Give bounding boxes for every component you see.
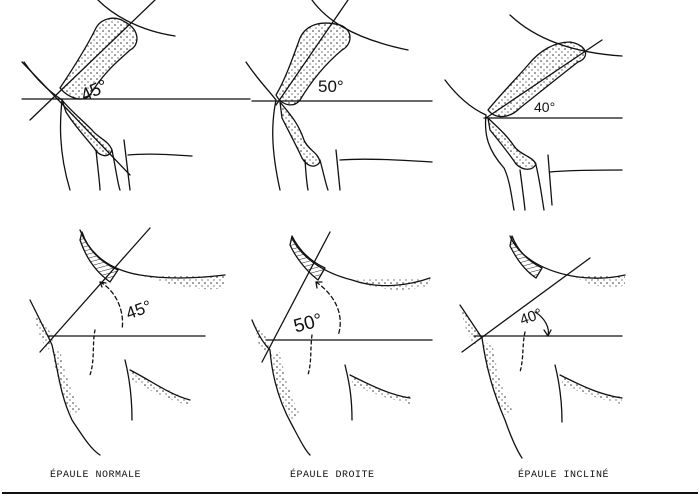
caption-normal: ÉPAULE NORMALE bbox=[50, 470, 142, 481]
scapula-normal bbox=[59, 17, 138, 100]
angle-arc-straight bbox=[315, 281, 341, 337]
humerus-axis-normal bbox=[21, 61, 131, 176]
scapula-inclined bbox=[487, 41, 587, 118]
skeleton-straight bbox=[245, 0, 433, 191]
humerus-straight bbox=[279, 101, 321, 167]
skeleton-normal bbox=[21, 0, 251, 191]
angle-label-bottom-straight: 50° bbox=[292, 310, 325, 338]
bottom-rule bbox=[2, 492, 698, 494]
scapula-axis-normal bbox=[29, 0, 156, 121]
angle-arc-normal bbox=[99, 281, 124, 331]
humerus-inclined bbox=[487, 117, 537, 170]
skeleton-inclined bbox=[444, 14, 623, 211]
scapula-axis-inclined bbox=[485, 39, 603, 119]
external-inclined bbox=[459, 235, 626, 459]
external-normal bbox=[29, 227, 226, 456]
angle-labels: 45° 50° 40° 45° 50° 40° bbox=[78, 75, 556, 337]
angle-arc-inclined bbox=[534, 311, 550, 337]
caption-straight: ÉPAULE DROITE bbox=[290, 470, 375, 481]
angle-label-top-straight: 50° bbox=[318, 77, 344, 96]
scapula-axis-straight bbox=[275, 0, 349, 106]
angle-label-bottom-normal: 45° bbox=[123, 297, 154, 324]
humerus-normal bbox=[61, 99, 113, 157]
external-straight bbox=[251, 231, 433, 456]
caption-inclined: ÉPAULE INCLINÉ bbox=[518, 470, 610, 481]
shoulder-line-inclined bbox=[461, 257, 591, 353]
shoulder-line-normal bbox=[39, 227, 151, 353]
angle-label-bottom-inclined: 40° bbox=[518, 305, 545, 329]
angle-label-top-inclined: 40° bbox=[534, 99, 555, 115]
